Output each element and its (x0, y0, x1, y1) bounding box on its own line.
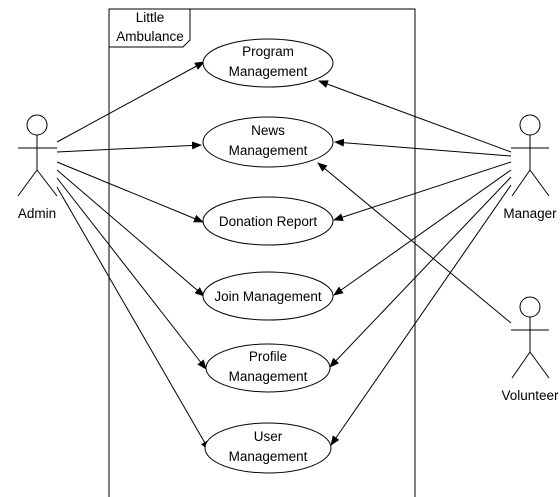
use-case-program-ellipse (202, 38, 334, 88)
volunteer-to-news-arrow (317, 162, 512, 324)
use-case-program: Program Management (202, 38, 334, 88)
use-case-user-label-1: User (254, 429, 283, 444)
use-case-news: News Management (202, 116, 334, 168)
admin-to-join-arrow (56, 169, 205, 297)
use-case-profile-label-1: Profile (249, 349, 287, 364)
use-case-join-label: Join Management (214, 289, 322, 304)
system-boundary: Little Ambulance (108, 8, 416, 497)
use-case-program-label-1: Program (242, 44, 294, 59)
actor-volunteer-label: Volunteer (501, 388, 559, 403)
system-title-line2: Ambulance (116, 29, 184, 44)
actor-manager-label: Manager (503, 206, 557, 221)
use-case-profile-label-2: Management (229, 369, 308, 384)
use-case-program-label-2: Management (229, 64, 308, 79)
admin-to-news-arrow (56, 141, 202, 153)
stick-figure-icon (511, 114, 550, 197)
manager-to-profile-arrow (329, 176, 512, 368)
use-case-donation-label: Donation Report (219, 214, 318, 229)
manager-to-user-arrow (330, 184, 512, 446)
use-case-news-label-2: Management (229, 143, 308, 158)
use-case-user-ellipse (204, 422, 332, 474)
manager-associations (318, 80, 512, 446)
admin-associations (56, 61, 210, 451)
manager-to-join-arrow (333, 169, 512, 296)
admin-to-profile-arrow (56, 177, 207, 370)
use-case-user: User Management (204, 422, 332, 474)
system-boundary-rect (108, 8, 416, 497)
use-case-donation: Donation Report (202, 196, 334, 246)
manager-to-program-arrow (318, 80, 512, 153)
stick-figure-icon (17, 114, 58, 197)
actor-manager: Manager (503, 114, 557, 221)
use-case-profile-ellipse (205, 343, 331, 393)
admin-to-donation-arrow (56, 161, 204, 223)
use-case-join: Join Management (202, 271, 334, 321)
use-case-news-label-1: News (251, 123, 285, 138)
system-title-line1: Little (136, 10, 165, 25)
use-case-join-ellipse (202, 271, 334, 321)
manager-to-donation-arrow (333, 161, 512, 221)
use-case-user-label-2: Management (229, 449, 308, 464)
system-title-tab (108, 8, 191, 48)
stick-figure-icon (511, 296, 550, 379)
use-case-news-ellipse (202, 116, 334, 168)
admin-to-user-arrow (56, 186, 210, 451)
actor-volunteer: Volunteer (501, 296, 559, 403)
use-case-donation-ellipse (202, 196, 334, 246)
actor-admin: Admin (17, 114, 58, 221)
actor-admin-label: Admin (18, 206, 56, 221)
use-case-profile: Profile Management (205, 343, 331, 393)
admin-to-program-arrow (56, 61, 205, 143)
manager-to-news-arrow (334, 138, 512, 157)
